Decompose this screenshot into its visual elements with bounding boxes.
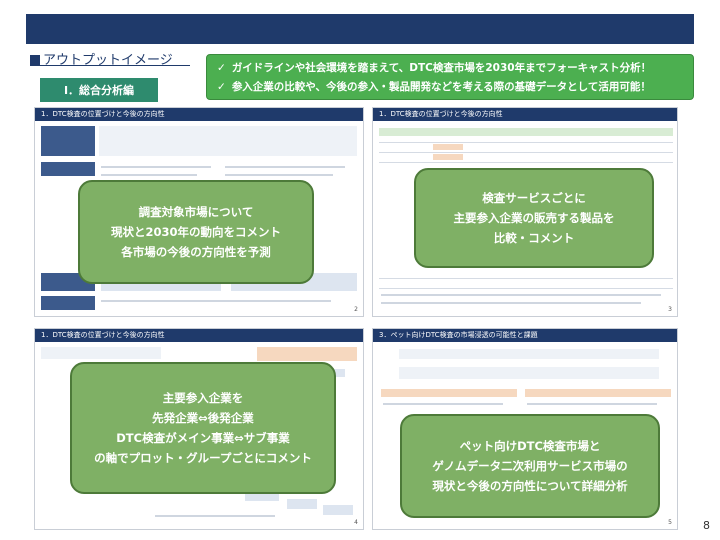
slide-text-line [101, 166, 211, 168]
summary-callout-product-comparison: 検査サービスごとに 主要参入企業の販売する製品を 比較・コメント [414, 168, 654, 268]
table-rule [379, 278, 673, 279]
slide-block [399, 367, 659, 379]
slide-block [257, 347, 357, 361]
key-points-callout: ✓ガイドラインや社会環境を踏まえて、DTC検査市場を2030年までフォーキャスト… [206, 54, 694, 100]
slide-block [99, 126, 357, 156]
slide-block [399, 349, 659, 359]
table-rule [379, 288, 673, 289]
slide-text-line [101, 300, 331, 302]
table-highlight [433, 144, 463, 150]
check-icon: ✓ [217, 62, 226, 74]
slide-text-line [225, 166, 345, 168]
slide-text-line [381, 294, 661, 296]
top-banner-bar [26, 14, 694, 44]
slide-header: 1．DTC検査の位置づけと今後の方向性 [373, 108, 677, 121]
table-header-row [379, 128, 673, 136]
table-highlight [433, 154, 463, 160]
section-title: アウトプットイメージ [30, 49, 173, 68]
callout-line-1: ✓ガイドラインや社会環境を踏まえて、DTC検査市場を2030年までフォーキャスト… [217, 62, 652, 74]
slide-block [41, 126, 95, 156]
summary-callout-company-positioning: 主要参入企業を 先発企業⇔後発企業 DTC検査がメイン事業⇔サブ事業 の軸でプロ… [70, 362, 336, 494]
slide-page-number: 3 [668, 306, 672, 313]
slide-block [245, 491, 279, 501]
slide-block [41, 162, 95, 176]
slide-text-line [381, 302, 641, 304]
check-icon: ✓ [217, 81, 226, 93]
slide-block [41, 347, 161, 359]
slide-header: 1．DTC検査の位置づけと今後の方向性 [35, 108, 363, 121]
summary-callout-pet-genome: ペット向けDTC検査市場と ゲノムデータ二次利用サービス市場の 現状と今後の方向… [400, 414, 660, 518]
table-rule [379, 162, 673, 163]
slide-header: 1．DTC検査の位置づけと今後の方向性 [35, 329, 363, 342]
section-title-text: アウトプットイメージ [43, 53, 173, 68]
table-rule [379, 152, 673, 153]
slide-header: 3．ペット向けDTC検査の市場浸透の可能性と課題 [373, 329, 677, 342]
slide-text-line [101, 174, 197, 176]
slide-page-number: 5 [668, 519, 672, 526]
slide-page-number: 4 [354, 519, 358, 526]
callout-line-2: ✓参入企業の比較や、今後の参入・製品開発などを考える際の基礎データとして活用可能… [217, 81, 651, 93]
slide-block [41, 296, 95, 310]
slide-block [287, 499, 317, 509]
slide-text-line [155, 515, 275, 517]
page-number: 8 [703, 519, 710, 532]
section-underline [30, 65, 190, 66]
slide-block [381, 389, 517, 397]
summary-callout-market-trend: 調査対象市場について 現状と2030年の動向をコメント 各市場の今後の方向性を予… [78, 180, 314, 284]
overview-label: Ⅰ．総合分析編 [40, 78, 158, 102]
slide-block [525, 389, 671, 397]
slide-page-number: 2 [354, 306, 358, 313]
slide-block [323, 505, 353, 515]
slide-text-line [225, 174, 333, 176]
slide-text-line [527, 403, 657, 405]
slide-text-line [383, 403, 503, 405]
table-rule [379, 142, 673, 143]
square-bullet-icon [30, 55, 40, 65]
